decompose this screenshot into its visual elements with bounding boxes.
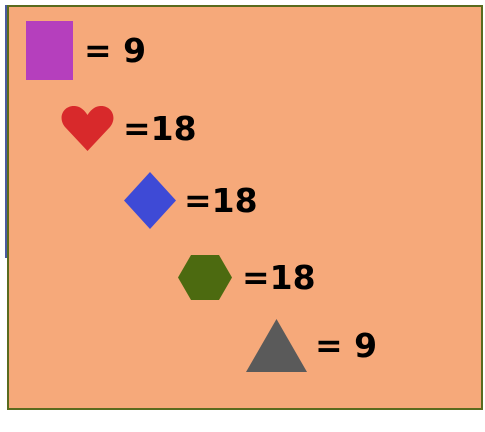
hexagon-icon: [178, 255, 232, 300]
heart-value: =18: [123, 108, 197, 148]
item-row-diamond: =18: [124, 172, 258, 229]
diamond-icon: [124, 172, 176, 229]
item-row-heart: =18: [61, 103, 197, 153]
triangle-icon: [246, 319, 307, 372]
diamond-value: =18: [184, 181, 258, 220]
item-row-hexagon: =18: [178, 255, 316, 300]
shape-value-panel: [7, 5, 483, 410]
left-edge-accent: [5, 5, 8, 258]
heart-icon: [61, 105, 114, 151]
hexagon-value: =18: [242, 258, 316, 297]
square-icon: [26, 21, 73, 80]
triangle-value: = 9: [315, 326, 378, 365]
square-value: = 9: [84, 31, 147, 70]
item-row-square: = 9: [26, 21, 146, 80]
item-row-triangle: = 9: [246, 319, 377, 372]
